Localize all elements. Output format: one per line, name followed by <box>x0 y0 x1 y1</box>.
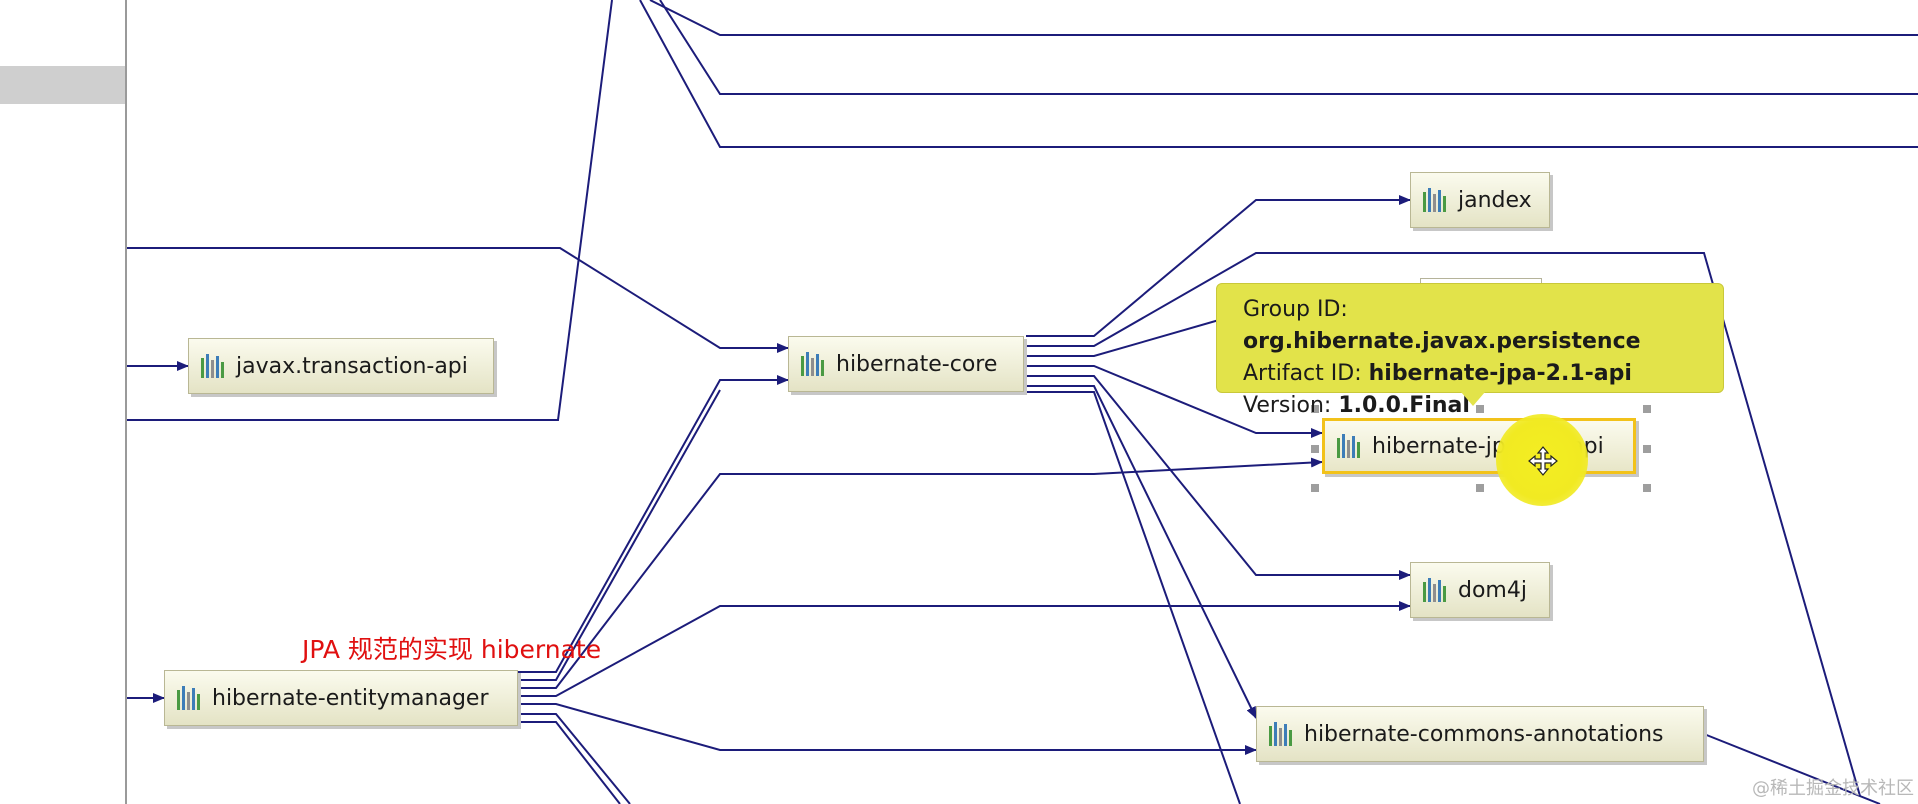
node-hibernate-jpa-2.1-api[interactable]: hibernate-jpa-2.1-api <box>1322 418 1636 474</box>
edge-commons-right <box>1703 733 1881 804</box>
tooltip-artifact-row: Artifact ID: hibernate-jpa-2.1-api <box>1243 361 1632 386</box>
selection-handle[interactable] <box>1643 405 1651 413</box>
library-bars-icon <box>201 354 226 378</box>
edge-em-core-2 <box>518 389 721 681</box>
node-label: dom4j <box>1458 577 1527 603</box>
left-panel-border <box>125 0 127 804</box>
edge-em-core <box>518 375 789 673</box>
node-label: hibernate-commons-annotations <box>1304 721 1664 747</box>
edge-em-jpa <box>518 457 1323 689</box>
tooltip-version-row: Version: 1.0.0.Final <box>1243 393 1470 418</box>
library-bars-icon <box>1269 722 1294 746</box>
selection-handle[interactable] <box>1643 445 1651 453</box>
edge-top-1 <box>649 0 1918 36</box>
selection-handle[interactable] <box>1311 445 1319 453</box>
tooltip-group-row: Group ID: org.hibernate.javax.persistenc… <box>1243 297 1641 354</box>
edge-core-down <box>1026 391 1241 804</box>
watermark: @稀土掘金技术社区 <box>1752 778 1914 799</box>
node-label: hibernate-entitymanager <box>212 685 489 711</box>
edge-top-2 <box>659 0 1918 95</box>
edge-core-jandex <box>1026 195 1411 337</box>
annotation-text: JPA 规范的实现 hibernate <box>302 635 602 664</box>
edge-transaction-up <box>127 0 613 421</box>
node-javax-transaction-api[interactable]: javax.transaction-api <box>188 338 494 394</box>
move-cursor-icon <box>1528 446 1558 476</box>
edge-em-commons <box>518 703 1257 755</box>
edge-core-right <box>1026 252 1861 797</box>
node-label: hibernate-core <box>836 351 998 377</box>
selection-handle[interactable] <box>1476 484 1484 492</box>
node-label: jandex <box>1458 187 1532 213</box>
edge-core-dom4j <box>1026 375 1411 580</box>
node-hibernate-commons-annotations[interactable]: hibernate-commons-annotations <box>1256 706 1704 762</box>
selection-handle[interactable] <box>1643 484 1651 492</box>
artifact-tooltip: Group ID: org.hibernate.javax.persistenc… <box>1216 283 1724 418</box>
edge-em-dom4j <box>518 601 1411 697</box>
left-panel <box>0 0 126 804</box>
library-bars-icon <box>1337 434 1362 458</box>
edge-left-to-core <box>127 247 789 353</box>
selection-handle[interactable] <box>1311 484 1319 492</box>
library-bars-icon <box>801 352 826 376</box>
edge-em-down-1 <box>518 713 631 804</box>
selection-handle[interactable] <box>1476 405 1484 413</box>
node-jandex[interactable]: jandex <box>1410 172 1550 228</box>
node-hibernate-core[interactable]: hibernate-core <box>788 336 1024 392</box>
edge-em-down-2 <box>518 721 621 804</box>
library-bars-icon <box>177 686 202 710</box>
node-hibernate-entitymanager[interactable]: hibernate-entitymanager <box>164 670 518 726</box>
library-bars-icon <box>1423 188 1448 212</box>
edge-core-commons <box>1026 385 1257 719</box>
library-bars-icon <box>1423 578 1448 602</box>
selection-handle[interactable] <box>1311 405 1319 413</box>
edge-core-jpa <box>1026 365 1323 438</box>
left-panel-tab[interactable] <box>0 66 126 104</box>
node-dom4j[interactable]: dom4j <box>1410 562 1550 618</box>
edge-core-jpa-top <box>1026 317 1227 357</box>
edge-top-3 <box>639 0 1918 148</box>
node-label: javax.transaction-api <box>236 353 468 379</box>
